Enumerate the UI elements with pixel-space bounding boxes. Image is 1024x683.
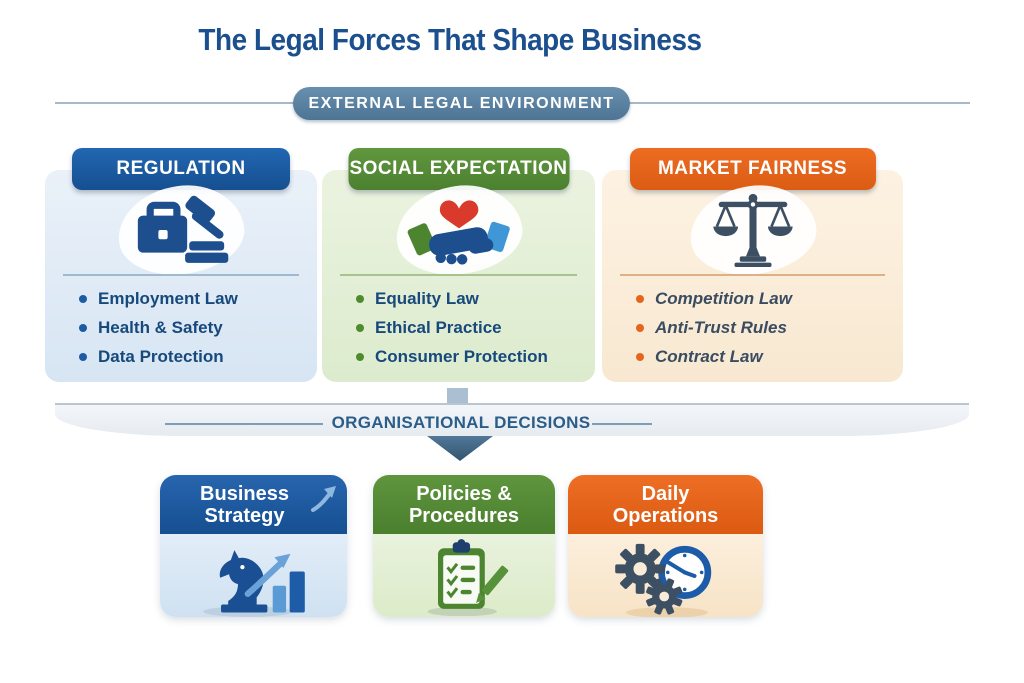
handshake-heart-icon (389, 177, 528, 283)
gears-clock-icon (568, 534, 763, 617)
list-item-label: Anti-Trust Rules (655, 317, 787, 337)
list-item: Competition Law (636, 284, 895, 313)
list-item: Ethical Practice (356, 313, 587, 342)
regulation-card: REGULATION Employment Law Health & Safet… (45, 148, 317, 382)
knight-growth-chart-icon (160, 534, 347, 617)
organisational-decisions-band: ORGANISATIONAL DECISIONS (55, 403, 969, 436)
briefcase-gavel-icon (112, 177, 250, 283)
card-divider (63, 274, 299, 276)
social-expectation-header-label: SOCIAL EXPECTATION (349, 158, 568, 179)
list-item: Anti-Trust Rules (636, 313, 895, 342)
card-divider (620, 274, 885, 276)
regulation-header: REGULATION (72, 148, 290, 190)
clipboard-checklist-icon (373, 534, 555, 617)
bullet-dot (79, 352, 87, 361)
list-item-label: Employment Law (98, 288, 238, 308)
scales-icon (683, 177, 822, 283)
regulation-list: Employment Law Health & Safety Data Prot… (79, 284, 309, 371)
down-arrow-icon (427, 436, 493, 461)
page-title: The Legal Forces That Shape Business (198, 22, 702, 57)
list-item: Consumer Protection (356, 342, 587, 371)
social-expectation-list: Equality Law Ethical Practice Consumer P… (356, 284, 587, 371)
daily-operations-card: Daily Operations (568, 475, 763, 617)
list-item-label: Equality Law (375, 288, 479, 308)
list-item-label: Contract Law (655, 346, 763, 366)
business-strategy-header: Business Strategy (160, 475, 347, 534)
external-legal-environment-badge: EXTERNAL LEGAL ENVIRONMENT (293, 87, 630, 120)
market-fairness-header-label: MARKET FAIRNESS (657, 158, 848, 179)
card-divider (340, 274, 577, 276)
growth-arrow-icon (311, 486, 336, 512)
regulation-header-label: REGULATION (116, 158, 246, 179)
list-item: Health & Safety (79, 313, 309, 342)
bullet-dot (356, 294, 364, 303)
list-item-label: Consumer Protection (375, 346, 548, 366)
bullet-dot (636, 323, 644, 332)
list-item: Data Protection (79, 342, 309, 371)
daily-operations-label: Daily Operations (612, 482, 719, 527)
daily-operations-header: Daily Operations (568, 475, 763, 534)
policies-procedures-header: Policies & Procedures (373, 475, 555, 534)
bullet-dot (636, 352, 644, 361)
market-fairness-card: MARKET FAIRNESS Competition Law Anti-Tru… (602, 148, 903, 382)
decorative-line-right (592, 423, 652, 425)
business-strategy-card: Business Strategy (160, 475, 347, 617)
badge-label: EXTERNAL LEGAL ENVIRONMENT (308, 94, 615, 112)
market-fairness-list: Competition Law Anti-Trust Rules Contrac… (636, 284, 895, 371)
bullet-dot (79, 294, 87, 303)
list-item-label: Competition Law (655, 288, 792, 308)
list-item: Contract Law (636, 342, 895, 371)
policies-procedures-label: Policies & Procedures (408, 482, 520, 527)
decorative-line-left (165, 423, 323, 425)
policies-procedures-card: Policies & Procedures (373, 475, 555, 617)
social-expectation-header: SOCIAL EXPECTATION (348, 148, 569, 190)
list-item: Employment Law (79, 284, 309, 313)
list-item: Equality Law (356, 284, 587, 313)
bullet-dot (79, 323, 87, 332)
list-item-label: Data Protection (98, 346, 224, 366)
list-item-label: Ethical Practice (375, 317, 502, 337)
bullet-dot (636, 294, 644, 303)
list-item-label: Health & Safety (98, 317, 223, 337)
bullet-dot (356, 323, 364, 332)
market-fairness-header: MARKET FAIRNESS (629, 148, 876, 190)
social-expectation-card: SOCIAL EXPECTATION Equality Law Ethical … (322, 148, 595, 382)
connector-square (447, 388, 468, 403)
bullet-dot (356, 352, 364, 361)
organisational-decisions-label: ORGANISATIONAL DECISIONS (331, 413, 591, 432)
business-strategy-label: Business Strategy (200, 482, 289, 527)
